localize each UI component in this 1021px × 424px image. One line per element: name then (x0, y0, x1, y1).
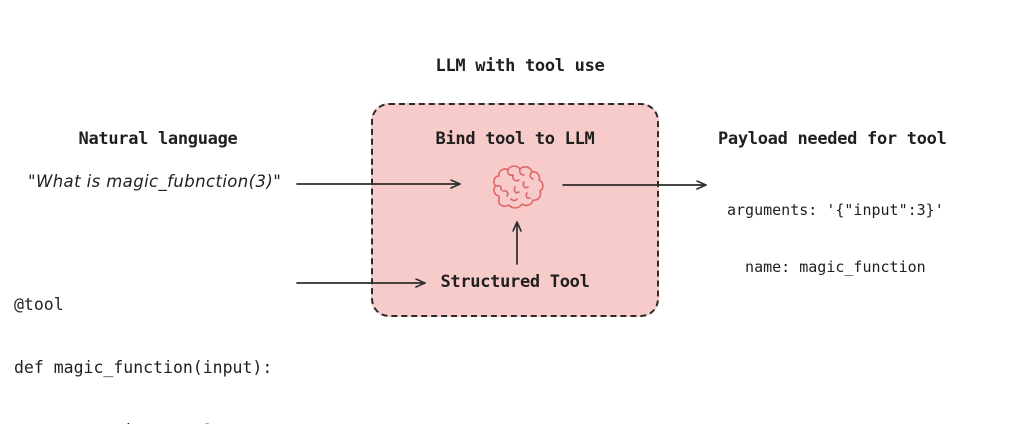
payload-line: arguments: '{"input":3}' (727, 201, 944, 219)
natural-language-quote: "What is magic_fubnction(3)" (28, 172, 282, 191)
tool-code-line: @tool (14, 295, 64, 314)
tool-code-block: @tool def magic_function(input): return … (14, 252, 272, 424)
tool-code-line: return input + 2 (14, 420, 272, 424)
structured-tool-label: Structured Tool (440, 272, 590, 292)
payload-label: Payload needed for tool (718, 129, 947, 149)
natural-language-label: Natural language (78, 129, 238, 149)
diagram-title: LLM with tool use (435, 56, 605, 76)
payload-block: arguments: '{"input":3}' name: magic_fun… (727, 163, 944, 315)
brain-icon (493, 165, 544, 209)
tool-code-line: def magic_function(input): (14, 358, 273, 377)
payload-line: name: magic_function (727, 258, 926, 276)
bind-tool-label: Bind tool to LLM (435, 129, 595, 149)
